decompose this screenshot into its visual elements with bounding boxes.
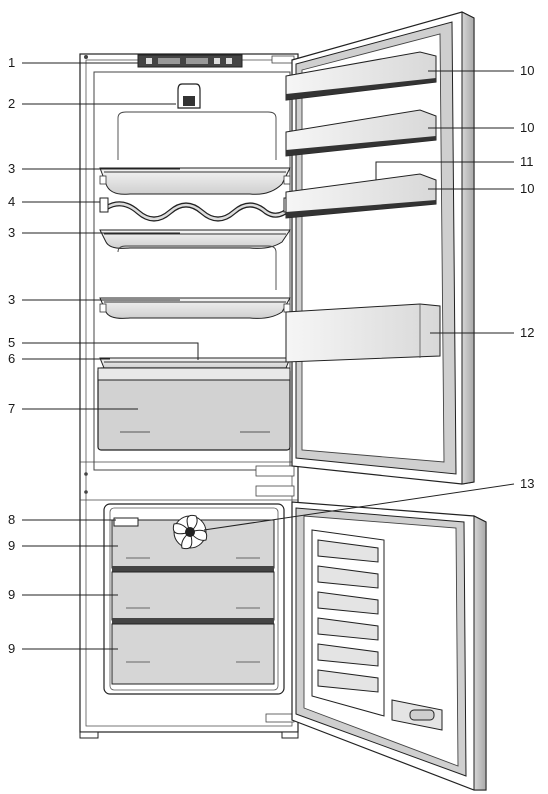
crisper-cover (99, 357, 291, 369)
callout-number: 9 (8, 641, 15, 656)
callout-number: 8 (8, 512, 15, 527)
callout-number: 3 (8, 292, 15, 307)
crisper-drawer (97, 367, 291, 451)
callout-number: 11 (520, 154, 534, 169)
door-balcony (285, 173, 437, 219)
control-panel (137, 54, 243, 68)
callout-number: 10 (520, 63, 534, 78)
freezer-drawer (111, 623, 275, 685)
fan-icon (172, 514, 208, 550)
glass-shelf (99, 229, 291, 290)
bottle-shelf (285, 303, 441, 363)
callout-number: 4 (8, 194, 15, 209)
callout-labels: 1 2 3 4 3 3 5 6 7 8 9 9 9 10 10 11 10 12… (8, 55, 534, 656)
callout-number: 3 (8, 161, 15, 176)
callout-number: 6 (8, 351, 15, 366)
callout-number: 10 (520, 181, 534, 196)
callout-number: 2 (8, 96, 15, 111)
callout-number: 10 (520, 120, 534, 135)
callout-number: 13 (520, 476, 534, 491)
callout-number: 12 (520, 325, 534, 340)
door-balcony (285, 51, 437, 101)
freezer-drawer (111, 571, 275, 624)
freezer-door (291, 501, 487, 791)
interior-light (177, 83, 201, 109)
callout-number: 7 (8, 401, 15, 416)
callout-number: 5 (8, 335, 15, 350)
glass-shelf (99, 297, 291, 319)
glass-shelf (99, 167, 291, 195)
callout-lines (22, 62, 515, 650)
callout-number: 9 (8, 538, 15, 553)
callout-number: 3 (8, 225, 15, 240)
ice-tray (113, 517, 139, 527)
callout-number: 9 (8, 587, 15, 602)
callout-number: 1 (8, 55, 15, 70)
